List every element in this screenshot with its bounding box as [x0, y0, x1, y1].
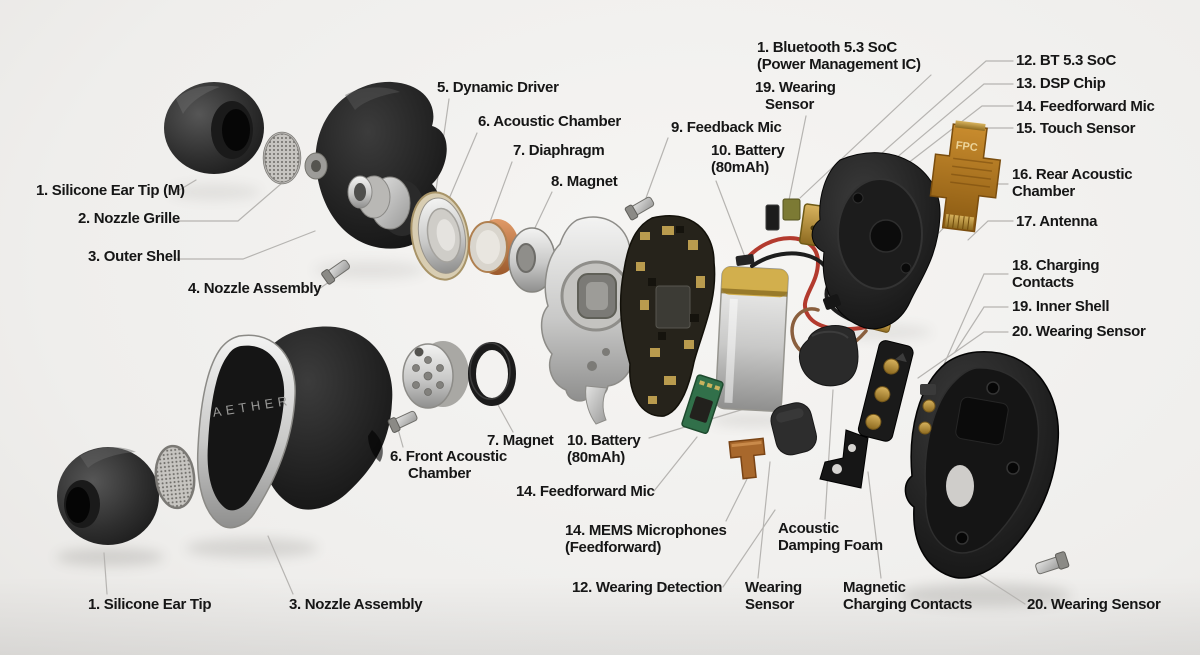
screw-graphic: [321, 259, 351, 285]
label-line: 6. Front Acoustic: [390, 448, 507, 465]
label-wearing-sensor-20-bottom: 20. Wearing Sensor: [1027, 596, 1161, 613]
label-dynamic-driver: 5. Dynamic Driver: [437, 79, 559, 96]
nozzle-grille-graphic: [262, 131, 302, 185]
mic-foam-graphic: [798, 325, 859, 387]
leader-lines: [103, 60, 1026, 605]
label-battery-top: 10. Battery (80mAh): [711, 142, 785, 176]
label-antenna: 17. Antenna: [1016, 213, 1098, 230]
label-acoustic-chamber: 6. Acoustic Chamber: [478, 113, 621, 130]
l-bracket-graphic: [819, 429, 869, 489]
screw-graphic: [387, 410, 418, 433]
chassis-bracket-graphic: [540, 216, 652, 425]
label-line: 1. Bluetooth 5.3 SoC: [757, 39, 897, 56]
label-charging-contacts: 18. Charging Contacts: [1012, 257, 1100, 291]
label-line: Acoustic: [778, 520, 839, 537]
label-bluetooth-soc: 1. Bluetooth 5.3 SoC (Power Management I…: [757, 39, 921, 73]
ear-tip-bottom-graphic: [57, 447, 159, 545]
ear-tip-m-graphic: [164, 82, 264, 174]
label-line: Chamber: [408, 464, 471, 482]
ring-magnet-graphic: [508, 227, 556, 293]
nozzle-grille-bottom-graphic: [154, 444, 196, 510]
mems-mic-flex-graphic: [728, 437, 766, 480]
wearing-sensor-shell-graphic: [904, 351, 1060, 579]
label-line: 18. Charging: [1012, 257, 1100, 274]
label-mems-microphones: 14. MEMS Microphones (Feedforward): [565, 522, 727, 556]
label-dsp-chip: 13. DSP Chip: [1016, 75, 1106, 92]
screw-graphic: [1035, 551, 1070, 575]
label-line: 16. Rear Acoustic: [1012, 166, 1133, 183]
label-inner-shell: 19. Inner Shell: [1012, 298, 1110, 315]
inner-shell-top-graphic: [811, 152, 941, 330]
label-line: (Feedforward): [565, 538, 662, 556]
label-diaphragm: 7. Diaphragm: [513, 142, 605, 159]
outer-shell-graphic: [304, 81, 447, 249]
label-wearing-sensor-19: 19. Wearing Sensor: [755, 79, 836, 113]
faceplate-graphic: AETHER: [196, 334, 296, 529]
o-ring-magnet-graphic: [468, 342, 516, 406]
label-nozzle-assembly-top: 4. Nozzle Assembly: [188, 280, 322, 297]
label-wearing-detection: 12. Wearing Detection: [572, 579, 723, 596]
label-magnetic-charging-contacts: Magnetic Charging Contacts: [843, 579, 973, 613]
label-battery-bottom: 10. Battery (80mAh): [567, 432, 641, 466]
label-line: Sensor: [745, 595, 795, 613]
label-feedforward-mic-bottom: 14. Feedforward Mic: [516, 483, 655, 500]
label-bt-53-soc: 12. BT 5.3 SoC: [1016, 52, 1117, 69]
label-line: 10. Battery: [711, 142, 785, 159]
battery-graphic: [714, 266, 789, 412]
label-magnet-bottom: 7. Magnet: [487, 432, 554, 449]
label-line: Charging Contacts: [843, 595, 973, 613]
label-line: 14. MEMS Microphones: [565, 522, 727, 539]
label-front-acoustic-chamber: 6. Front Acoustic Chamber: [390, 448, 507, 482]
label-line: (Power Management IC): [757, 55, 921, 73]
label-line: (80mAh): [567, 448, 625, 466]
label-outer-shell: 3. Outer Shell: [88, 248, 181, 265]
label-wearing-sensor-20-right: 20. Wearing Sensor: [1012, 323, 1146, 340]
label-feedforward-mic-right: 14. Feedforward Mic: [1016, 98, 1155, 115]
fpc-flex-cable-graphic: FPC: [929, 120, 1002, 233]
label-touch-sensor: 15. Touch Sensor: [1016, 120, 1136, 137]
label-line: 10. Battery: [567, 432, 641, 449]
label-line: Magnetic: [843, 579, 906, 596]
charging-contact-plate-graphic: [857, 340, 914, 442]
label-line: (80mAh): [711, 158, 769, 176]
label-rear-acoustic-chamber: 16. Rear Acoustic Chamber: [1012, 166, 1133, 200]
main-pcb-graphic: [619, 214, 716, 417]
feedforward-mic-pcb-graphic: [681, 374, 724, 434]
label-ear-tip-bottom: 1. Silicone Ear Tip: [88, 596, 212, 613]
label-nozzle-assembly-bottom: 3. Nozzle Assembly: [289, 596, 423, 613]
label-line: Wearing: [745, 579, 802, 596]
label-silicone-ear-tip-m: 1. Silicone Ear Tip (M): [36, 182, 185, 199]
nozzle-assembly-graphic: [402, 341, 469, 409]
label-wearing-sensor-small: Wearing Sensor: [745, 579, 802, 613]
label-acoustic-damping-foam: Acoustic Damping Foam: [778, 520, 883, 554]
label-nozzle-grille: 2. Nozzle Grille: [78, 210, 180, 227]
diaphragm-coil-graphic: [468, 219, 519, 275]
dynamic-driver-graphic: [410, 191, 470, 281]
label-line: Sensor: [765, 95, 815, 113]
fpc-marking-text: FPC: [955, 140, 978, 155]
screw-graphic: [624, 196, 655, 221]
label-line: Chamber: [1012, 182, 1075, 200]
label-line: 19. Wearing: [755, 79, 836, 96]
label-line: Contacts: [1012, 273, 1074, 291]
label-line: Damping Foam: [778, 536, 883, 554]
label-feedback-mic: 9. Feedback Mic: [671, 119, 782, 136]
damping-foam-graphic: [770, 402, 817, 456]
label-magnet-top: 8. Magnet: [551, 173, 618, 190]
